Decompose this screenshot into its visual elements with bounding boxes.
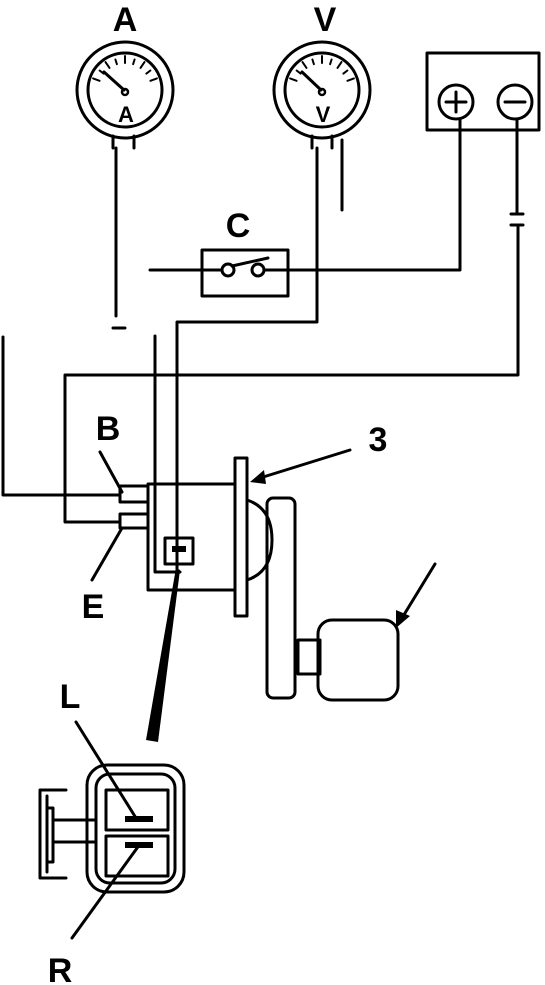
battery-negative-terminal [496,83,534,121]
connector-detail [38,763,186,894]
terminal-e-leader [90,526,124,582]
battery [425,51,541,132]
scale-tick [104,61,111,69]
voltmeter-dial [283,51,361,129]
connector-plug [163,536,195,566]
terminal-e-label: E [82,588,105,626]
part-3-arrowhead [250,470,266,484]
latch-tongue [45,806,55,864]
voltmeter-label: V [314,1,337,39]
terminal-l-label: L [60,678,81,716]
drive-shaft [296,638,322,676]
scale-tick [342,69,349,75]
terminal-b-leader [98,450,124,494]
voltmeter-scale-ticks [289,55,355,82]
wire-sense-lead [153,334,182,574]
voltmeter: V [272,40,372,150]
motor-pointer-line [400,562,437,620]
voltmeter-symbol: V [316,102,331,127]
terminal-b-label: B [96,410,121,448]
wire-voltmeter-to-l [175,146,319,572]
scale-tick [139,61,146,69]
ammeter-label: A [113,1,138,39]
scale-tick [289,77,298,82]
part-3-leader [258,448,352,480]
battery-case [425,51,541,132]
scale-tick [329,58,333,66]
connector-outer-shell [85,763,186,894]
detail-callout-wedge [146,568,180,742]
battery-positive-terminal [437,83,475,121]
terminal-e-stud [118,512,150,530]
scale-tick [295,69,302,75]
wire-negative-to-e [63,225,520,524]
part-3-label: 3 [369,421,388,459]
ammeter-outer-ring [75,40,175,140]
pulley [265,496,297,700]
scale-tick [98,69,105,75]
wire-switch-to-positive [262,117,462,272]
scale-tick [92,77,101,82]
terminal-r-label: R [48,952,73,985]
terminal-l-leader [74,720,138,820]
connector-pin [172,546,186,552]
switch-c [200,248,290,298]
switch-label: C [226,207,251,245]
cavity-l [104,788,170,832]
latch-bracket [38,788,68,880]
motor-pointer-arrowhead [396,610,410,628]
ammeter: A [75,40,175,150]
terminal-r-leader [70,842,142,940]
switch-blade [230,256,270,268]
cavity-r [104,834,170,878]
scale-tick [311,58,315,66]
scale-tick [149,77,158,82]
ammeter-symbol: A [118,102,134,127]
voltmeter-needle [300,70,323,92]
scale-tick [301,61,308,69]
alternator-flange [233,456,249,618]
scale-tick [145,69,152,75]
switch-contact-right [250,262,266,278]
drive-motor [316,618,400,702]
ammeter-needle [102,70,126,92]
voltmeter-outer-ring [272,40,372,140]
connector-inner-shell [94,772,177,885]
wiring [1,117,525,574]
scale-tick [114,58,118,66]
scale-tick [346,77,355,82]
alternator-front-boss [245,498,274,582]
alternator [118,456,437,702]
terminal-b-stud [118,484,150,504]
ammeter-scale-ticks [92,55,158,82]
ammeter-dial [86,51,164,129]
pin-l [125,816,153,822]
scale-tick [132,58,136,66]
voltmeter-pivot [317,87,327,97]
switch-box [200,248,290,298]
wire-left-to-b [1,335,122,497]
ammeter-pivot [120,87,130,97]
scale-tick [336,61,343,69]
